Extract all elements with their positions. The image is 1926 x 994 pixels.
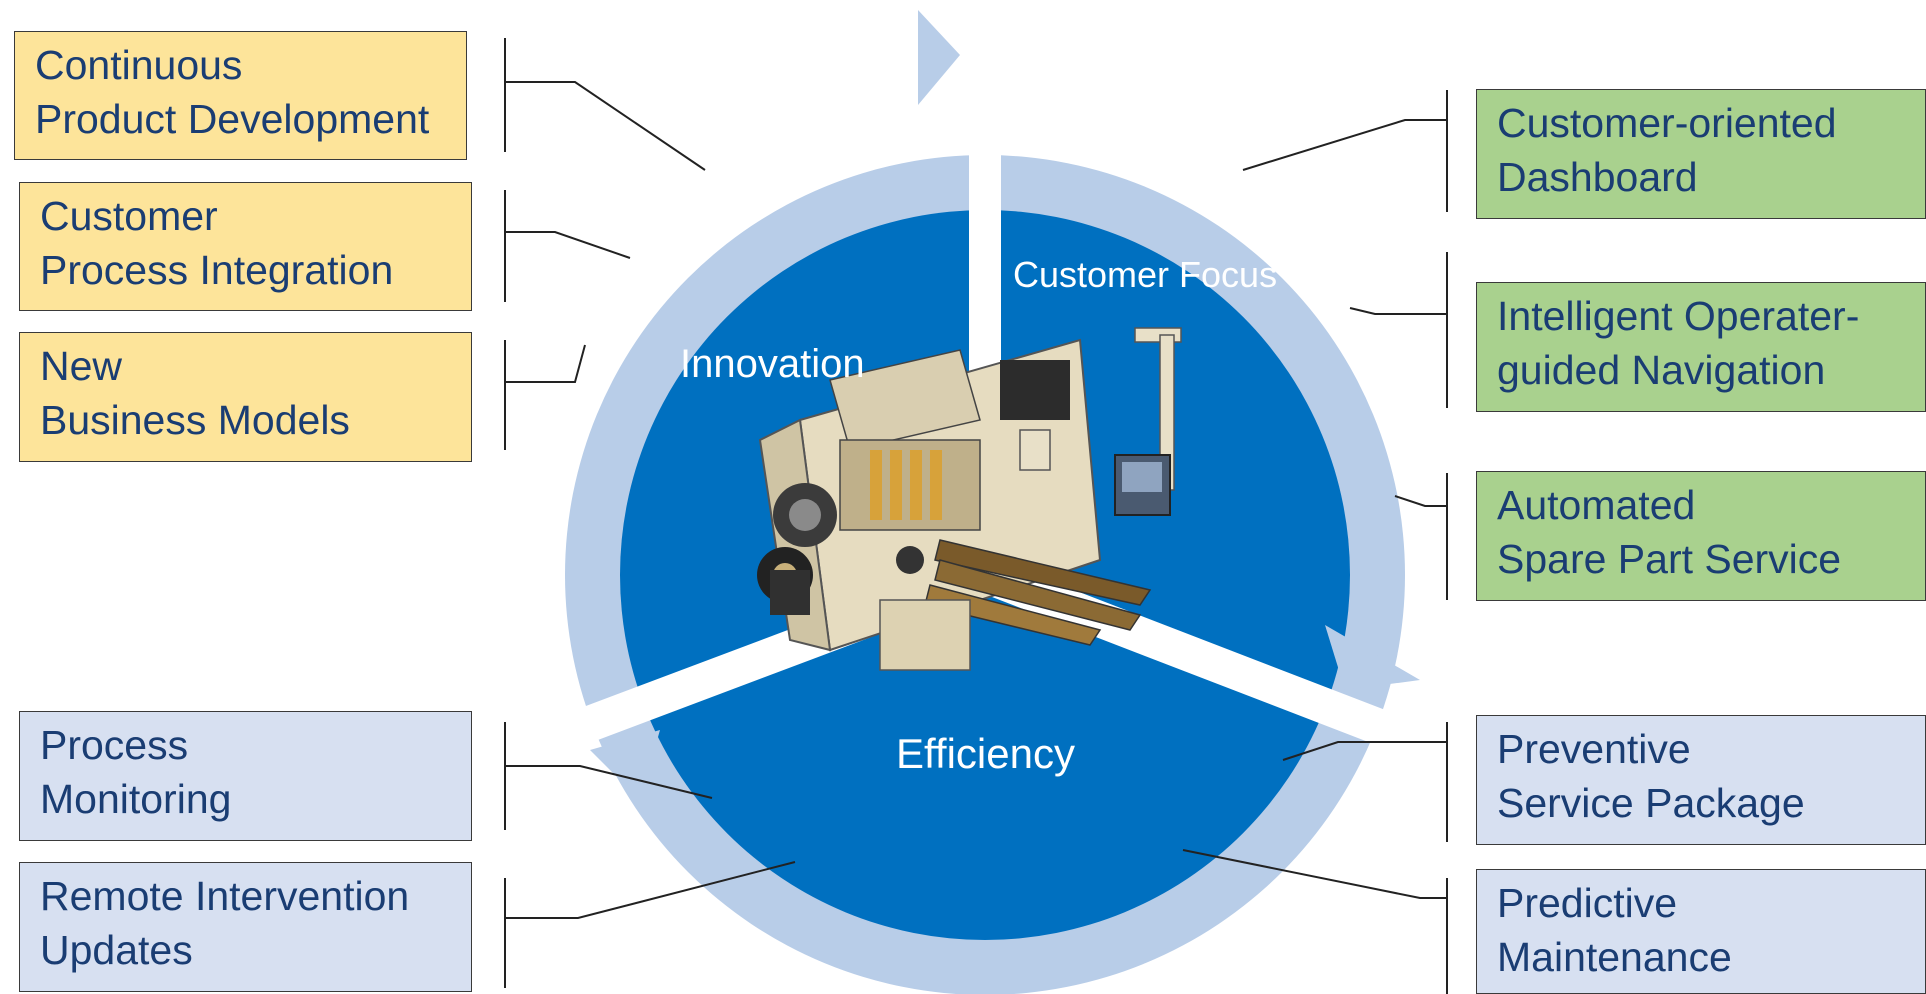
box-line: Monitoring xyxy=(40,776,232,822)
remote-intervention-updates-box: Remote Intervention Updates xyxy=(19,862,472,992)
connectors-left xyxy=(504,38,796,988)
box-line: Customer xyxy=(40,193,218,239)
new-business-models-box: New Business Models xyxy=(19,332,472,462)
box-line: Remote Intervention xyxy=(40,873,410,919)
box-line: Customer-oriented xyxy=(1497,100,1837,146)
box-line: New xyxy=(40,343,123,389)
customer-oriented-dashboard-box: Customer-oriented Dashboard xyxy=(1476,89,1926,219)
predictive-maintenance-box: Predictive Maintenance xyxy=(1476,869,1926,994)
box-line: Preventive xyxy=(1497,726,1691,772)
customer-process-integration-box: Customer Process Integration xyxy=(19,182,472,311)
box-line: Predictive xyxy=(1497,880,1678,926)
automated-spare-part-service-box: Automated Spare Part Service xyxy=(1476,471,1926,601)
arrow-head-left xyxy=(590,730,660,800)
box-line: Automated xyxy=(1497,482,1696,528)
box-line: Service Package xyxy=(1497,780,1805,826)
customer-focus-label: Customer Focus xyxy=(1013,254,1278,295)
box-line: Continuous xyxy=(35,42,243,88)
intelligent-navigation-box: Intelligent Operater- guided Navigation xyxy=(1476,282,1926,412)
arrow-head-right xyxy=(1325,625,1420,690)
box-line: Business Models xyxy=(40,397,350,443)
box-line: Process xyxy=(40,722,189,768)
continuous-product-development-box: Continuous Product Development xyxy=(14,31,467,160)
box-line: Maintenance xyxy=(1497,934,1732,980)
box-line: Intelligent Operater- xyxy=(1497,293,1860,339)
box-line: Process Integration xyxy=(40,247,394,293)
efficiency-label: Efficiency xyxy=(896,730,1075,777)
box-line: Updates xyxy=(40,927,193,973)
box-line: Product Development xyxy=(35,96,430,142)
machine-illustration xyxy=(757,327,1182,671)
box-line: Dashboard xyxy=(1497,154,1698,200)
connectors-right xyxy=(1182,90,1448,994)
arrow-head-top xyxy=(918,10,960,105)
box-line: Spare Part Service xyxy=(1497,536,1842,582)
innovation-label: Innovation xyxy=(680,342,865,386)
preventive-service-package-box: Preventive Service Package xyxy=(1476,715,1926,845)
box-line: guided Navigation xyxy=(1497,347,1826,393)
process-monitoring-box: Process Monitoring xyxy=(19,711,472,841)
